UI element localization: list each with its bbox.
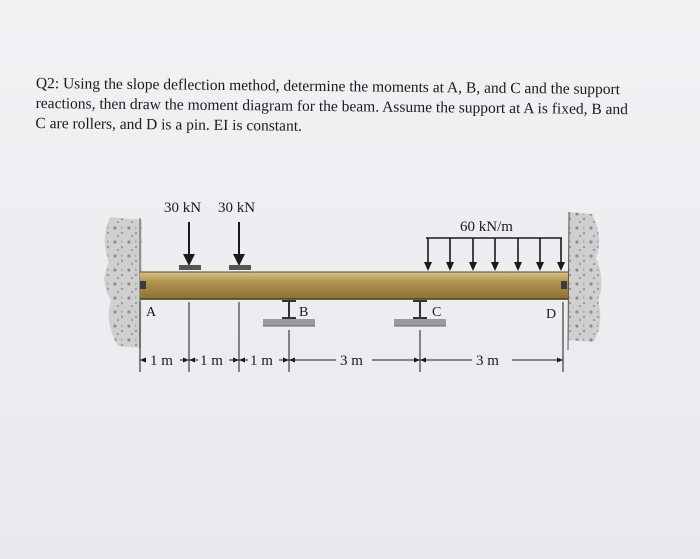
fixed-wall-a [104,217,142,350]
distributed-load [424,237,565,271]
support-a-label: A [146,305,157,320]
point-load-1 [179,222,201,270]
pin-wall-d [567,211,602,351]
distributed-load-label: 60 kN/m [460,219,513,235]
point-load-2-label: 30 kN [218,200,255,216]
beam [140,271,568,300]
dimension-label-3: 1 m [250,353,273,369]
support-b-label: B [299,305,308,320]
point-load-1-label: 30 kN [164,200,201,216]
support-d-label: D [546,307,556,322]
dimension-label-5: 3 m [476,353,499,369]
roller-support-b [263,300,315,327]
dimension-label-2: 1 m [200,353,223,369]
support-c-label: C [432,305,441,320]
dimension-arrows [140,357,563,363]
point-load-2 [229,222,251,270]
dimension-label-1: 1 m [150,353,173,369]
roller-support-c [394,300,446,327]
dimension-label-4: 3 m [340,353,363,369]
